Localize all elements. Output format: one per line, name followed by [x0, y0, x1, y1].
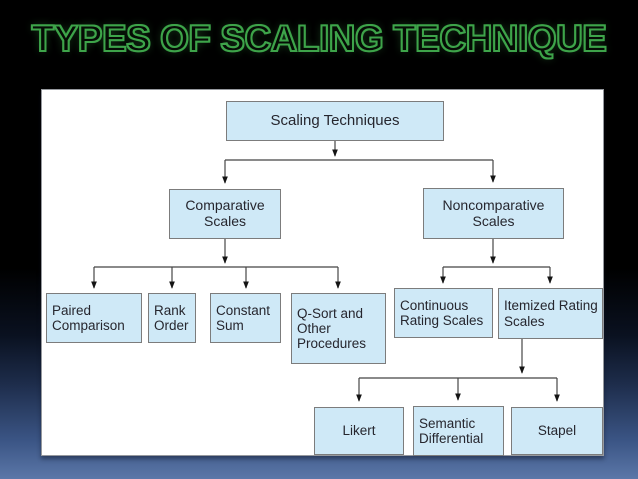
node-comparative-scales: Comparative Scales — [169, 189, 281, 239]
node-scaling-techniques: Scaling Techniques — [226, 101, 444, 141]
node-likert: Likert — [314, 407, 404, 455]
diagram-panel: Scaling Techniques Comparative Scales No… — [41, 89, 604, 456]
node-q-sort-other-procedures: Q-Sort and Other Procedures — [291, 293, 386, 364]
node-continuous-rating-scales: Continuous Rating Scales — [394, 288, 493, 338]
node-noncomparative-scales: Noncomparative Scales — [423, 188, 564, 239]
node-paired-comparison: Paired Comparison — [46, 293, 142, 343]
node-stapel: Stapel — [511, 407, 603, 455]
node-rank-order: Rank Order — [148, 293, 196, 343]
node-itemized-rating-scales: Itemized Rating Scales — [498, 288, 603, 339]
node-constant-sum: Constant Sum — [210, 293, 281, 343]
slide-title: TYPES OF SCALING TECHNIQUE — [31, 17, 608, 60]
node-semantic-differential: Semantic Differential — [413, 406, 504, 456]
connector-lines — [91, 141, 560, 402]
